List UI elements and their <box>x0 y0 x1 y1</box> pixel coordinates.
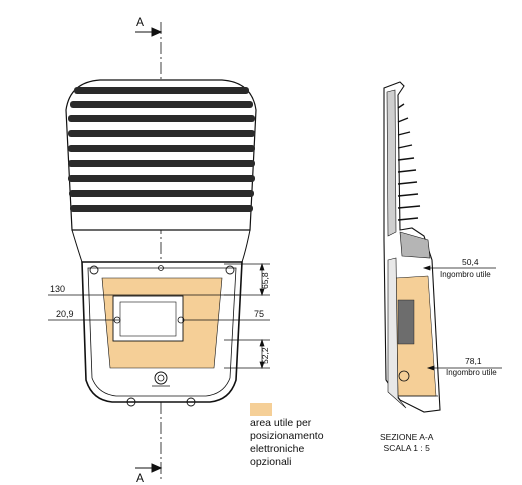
section-marker-top: A <box>136 15 144 29</box>
dimension-lines-front <box>48 262 270 370</box>
section-fins <box>397 103 421 221</box>
dim-65-8: 65,8 <box>260 272 270 289</box>
dimension-lines-section <box>422 265 502 371</box>
section-caption: SEZIONE A-A SCALA 1 : 5 <box>380 432 433 454</box>
section-caption-line-2: SCALA 1 : 5 <box>383 443 430 453</box>
section-marker-bottom: A <box>136 471 144 485</box>
dim-50-4-label: Ingombro utile <box>440 270 491 279</box>
section-view <box>383 81 441 413</box>
dim-50-4: 50,4 <box>462 257 479 267</box>
section-caption-line-1: SEZIONE A-A <box>380 432 434 442</box>
front-view-housing <box>65 79 257 407</box>
legend-text: area utile per posizionamento elettronic… <box>250 417 370 469</box>
dim-130: 130 <box>50 284 65 294</box>
dim-20-9: 20,9 <box>56 309 74 319</box>
dim-52-2: 52,2 <box>260 347 270 364</box>
dim-75: 75 <box>254 309 264 319</box>
dim-78-1: 78,1 <box>465 356 482 366</box>
legend-line-1: area utile per <box>250 417 312 429</box>
dim-78-1-label: Ingombro utile <box>446 368 497 377</box>
legend-swatch <box>250 403 272 416</box>
legend-line-4: opzionali <box>250 456 292 468</box>
legend-line-2: posizionamento <box>250 430 324 442</box>
legend-line-3: elettroniche <box>250 443 305 455</box>
heatsink-fins <box>68 87 255 212</box>
